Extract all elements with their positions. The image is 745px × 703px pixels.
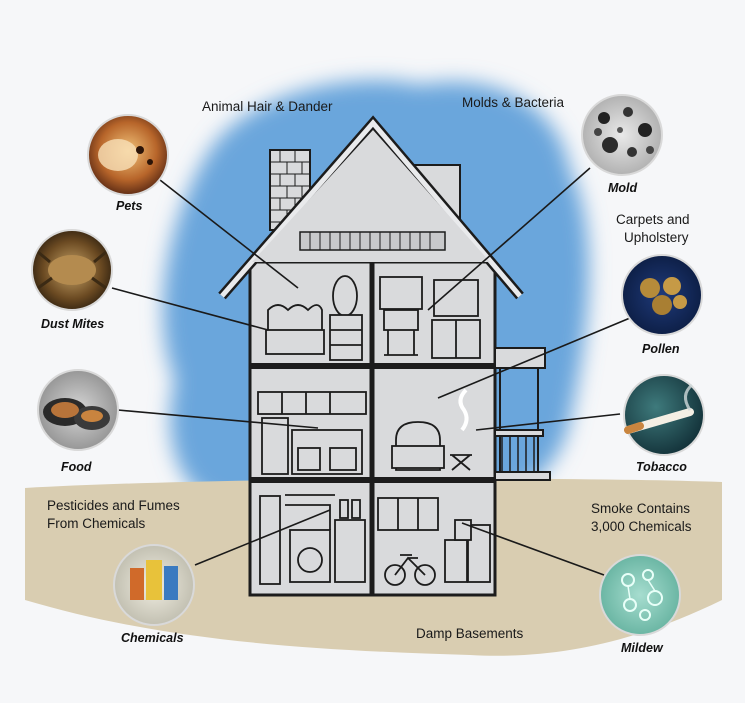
chemicals-caption: Chemicals [121, 631, 184, 645]
pets-photo [87, 114, 169, 196]
mold-caption: Mold [608, 181, 638, 195]
mold-photo [581, 94, 663, 176]
smoke-label-line2: 3,000 Chemicals [591, 519, 692, 534]
molds-bacteria-label: Molds & Bacteria [462, 95, 565, 110]
tobacco-photo [623, 374, 705, 456]
smoke-label-line1: Smoke Contains [591, 501, 691, 516]
tobacco-caption: Tobacco [636, 460, 687, 474]
food-photo [37, 369, 119, 451]
porch [494, 347, 551, 481]
dust-mites-photo [31, 229, 113, 311]
leader-lines [111, 167, 631, 576]
food-caption: Food [61, 460, 92, 474]
carpets-label-line1: Carpets and [616, 212, 690, 227]
pesticides-label-line1: Pesticides and Fumes [47, 498, 180, 513]
carpets-label-line2: Upholstery [624, 230, 689, 245]
chemicals-photo [113, 544, 195, 626]
pets-caption: Pets [116, 199, 143, 213]
pollen-photo [621, 254, 703, 336]
animal-hair-label: Animal Hair & Dander [202, 99, 333, 114]
damp-basements-label: Damp Basements [416, 626, 524, 641]
mildew-caption: Mildew [621, 641, 663, 655]
mildew-photo [599, 554, 681, 636]
pollen-caption: Pollen [642, 342, 680, 356]
dust-mites-caption: Dust Mites [41, 317, 105, 331]
pesticides-label-line2: From Chemicals [47, 516, 146, 531]
